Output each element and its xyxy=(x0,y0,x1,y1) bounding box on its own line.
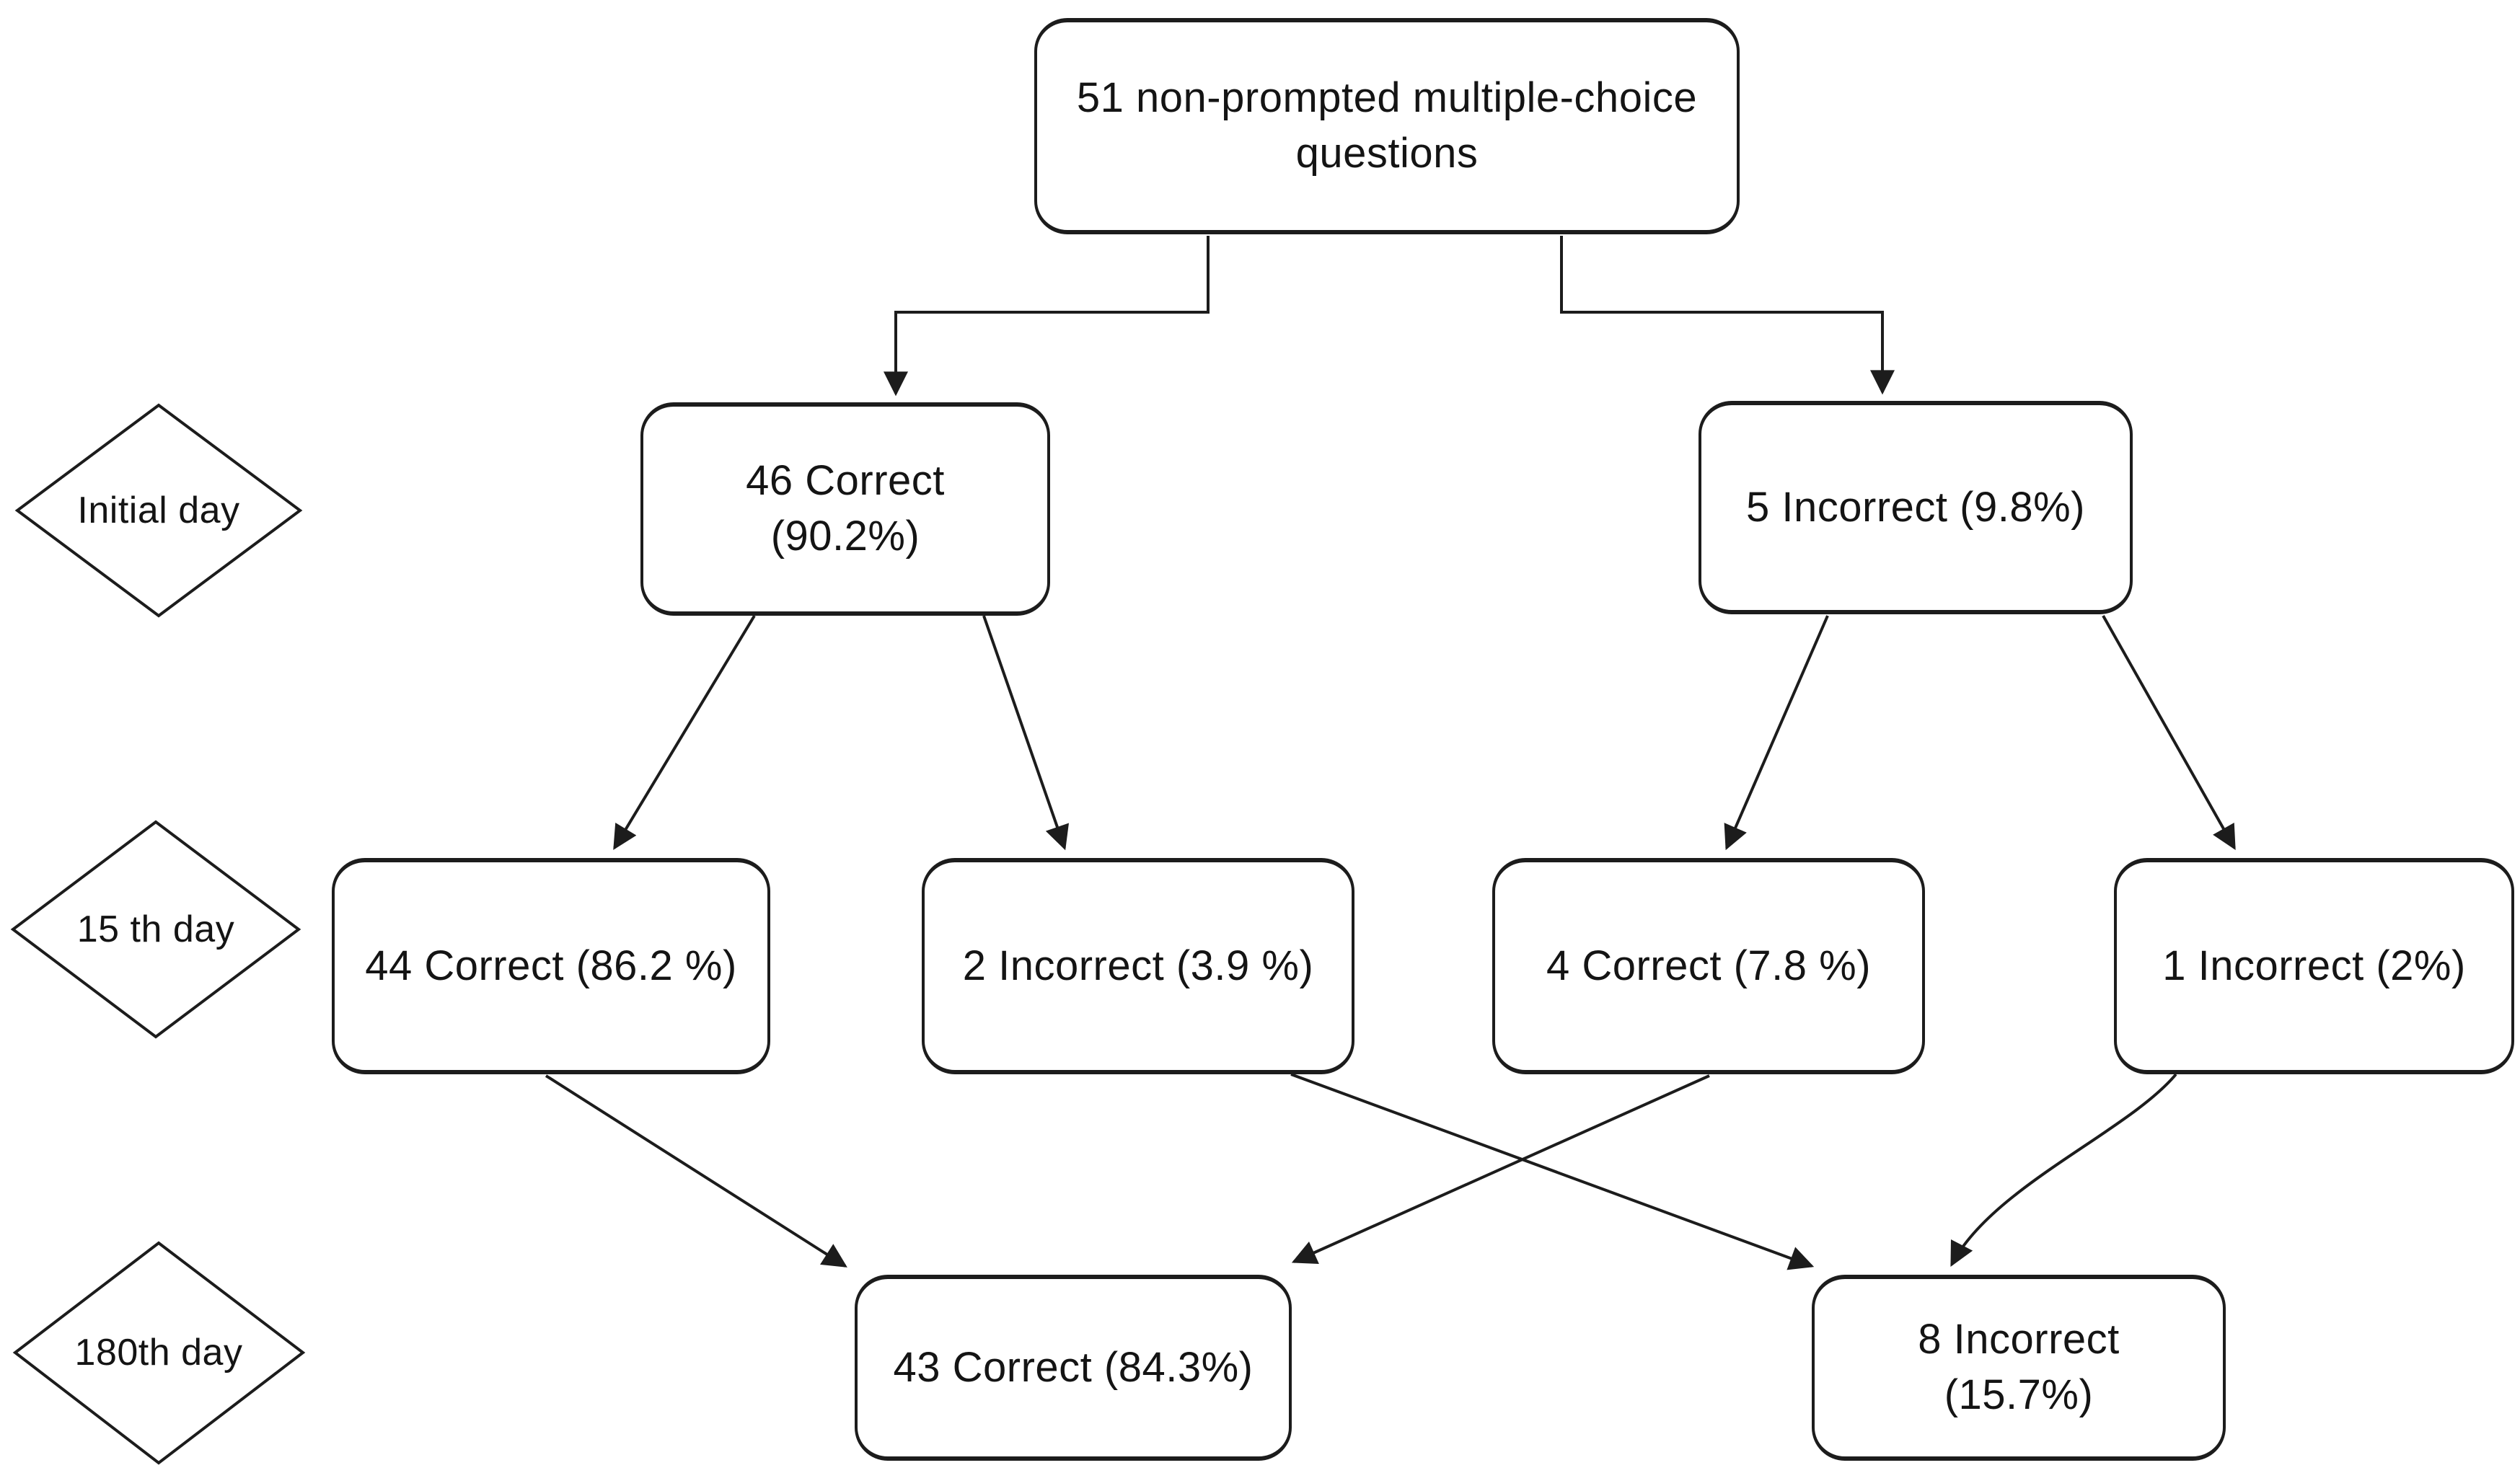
arrow-root-to-initial-correct xyxy=(884,236,1210,397)
stage-label-180th-day: 180th day xyxy=(29,1302,288,1403)
stage-label-15th-day: 15 th day xyxy=(26,879,286,980)
node-day15-correct-correct-label: 44 Correct (86.2 %) xyxy=(365,942,737,989)
stage-label-15th-day-text: 15 th day xyxy=(76,908,235,950)
node-day15-incorrect-incorrect-label: 1 Incorrect (2%) xyxy=(2162,942,2466,989)
stage-label-180th-day-text: 180th day xyxy=(74,1332,243,1374)
node-day15-incorrect-correct: 4 Correct (7.8 %) xyxy=(1492,858,1925,1074)
node-initial-incorrect: 5 Incorrect (9.8%) xyxy=(1699,401,2133,614)
day15-diamond xyxy=(10,820,301,1039)
arrow-1-incorrect-to-8-incorrect xyxy=(1950,1073,2177,1268)
arrow-2-incorrect-to-8-incorrect xyxy=(1290,1073,1815,1270)
node-day180-correct: 43 Correct (84.3%) xyxy=(855,1275,1292,1461)
node-day15-correct-correct: 44 Correct (86.2 %) xyxy=(332,858,770,1074)
initial-day-diamond xyxy=(14,403,303,618)
node-root: 51 non-prompted multiple-choice question… xyxy=(1034,18,1740,234)
arrow-initial-correct-to-2-incorrect xyxy=(982,615,1070,851)
day180-diamond xyxy=(12,1241,306,1465)
arrow-initial-incorrect-to-4-correct xyxy=(1724,615,1829,851)
node-day15-correct-incorrect: 2 Incorrect (3.9 %) xyxy=(922,858,1354,1074)
node-root-label: 51 non-prompted multiple-choice question… xyxy=(1076,74,1698,177)
node-initial-incorrect-label: 5 Incorrect (9.8%) xyxy=(1746,483,2085,531)
node-day180-incorrect: 8 Incorrect (15.7%) xyxy=(1812,1275,2226,1461)
arrow-44-correct-to-43-correct xyxy=(545,1074,847,1268)
node-day15-incorrect-incorrect: 1 Incorrect (2%) xyxy=(2114,858,2514,1074)
node-day15-correct-incorrect-label: 2 Incorrect (3.9 %) xyxy=(962,942,1314,989)
arrow-initial-incorrect-to-1-incorrect xyxy=(2102,615,2236,850)
node-day180-correct-label: 43 Correct (84.3%) xyxy=(893,1343,1254,1391)
node-day180-incorrect-label: 8 Incorrect (15.7%) xyxy=(1918,1316,2120,1418)
node-initial-correct-label: 46 Correct (90.2%) xyxy=(746,457,945,559)
stage-label-initial-day-text: Initial day xyxy=(77,490,240,531)
arrow-initial-correct-to-44-correct xyxy=(613,614,756,850)
node-day15-incorrect-correct-label: 4 Correct (7.8 %) xyxy=(1546,942,1872,989)
stage-label-initial-day: Initial day xyxy=(29,460,288,561)
arrow-root-to-initial-incorrect xyxy=(1560,236,1895,395)
node-initial-correct: 46 Correct (90.2%) xyxy=(640,402,1050,616)
arrow-4-correct-to-43-correct xyxy=(1291,1074,1710,1265)
